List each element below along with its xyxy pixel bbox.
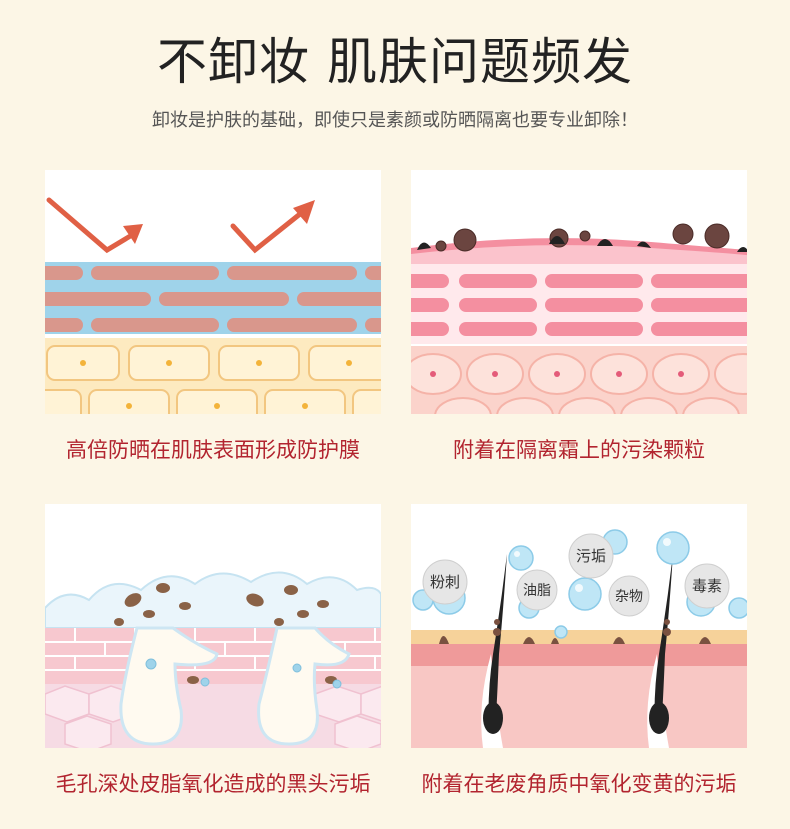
panel-blackheads [45, 504, 381, 748]
pollution-skin-illustration [411, 170, 747, 414]
blackhead-pore-illustration [45, 504, 381, 748]
page-subtitle: 卸妆是护肤的基础，即使只是素颜或防晒隔离也要专业卸除！ [152, 110, 638, 131]
reflect-arrow-icon [46, 197, 140, 254]
bubble-label: 粉刺 [430, 573, 460, 591]
bubble-debris [608, 575, 650, 617]
hair-follicle-icon [647, 554, 673, 748]
bubble-dirt [568, 533, 614, 579]
bubble-acne [422, 559, 468, 605]
sunscreen-skin-illustration [45, 170, 381, 414]
panel-pollution-particles [411, 170, 747, 414]
bubble-label: 油脂 [523, 583, 551, 599]
reflect-arrow-icon [230, 207, 308, 254]
caption-sunscreen-film: 高倍防晒在肌肤表面形成防护膜 [66, 438, 360, 462]
pollution-particle-icon [435, 223, 730, 252]
caption-blackheads: 毛孔深处皮脂氧化造成的黑头污垢 [55, 772, 371, 796]
bubble-toxins [684, 563, 730, 609]
panel-aged-keratin: 粉刺 油脂 污垢 杂物 毒素 [411, 504, 747, 748]
hair-follicle-icon [481, 554, 507, 748]
bubble-label: 毒素 [692, 577, 722, 595]
bubble-label: 杂物 [615, 589, 643, 605]
panel-sunscreen-film [45, 170, 381, 414]
keratin-skin-illustration: 粉刺 油脂 污垢 杂物 毒素 [411, 504, 747, 748]
caption-aged-keratin: 附着在老废角质中氧化变黄的污垢 [421, 772, 737, 796]
bubble-oil [516, 569, 558, 611]
caption-pollution-particles: 附着在隔离霜上的污染颗粒 [453, 438, 705, 462]
page-title: 不卸妆 肌肤问题频发 [157, 33, 633, 91]
bubble-label: 污垢 [576, 547, 606, 565]
